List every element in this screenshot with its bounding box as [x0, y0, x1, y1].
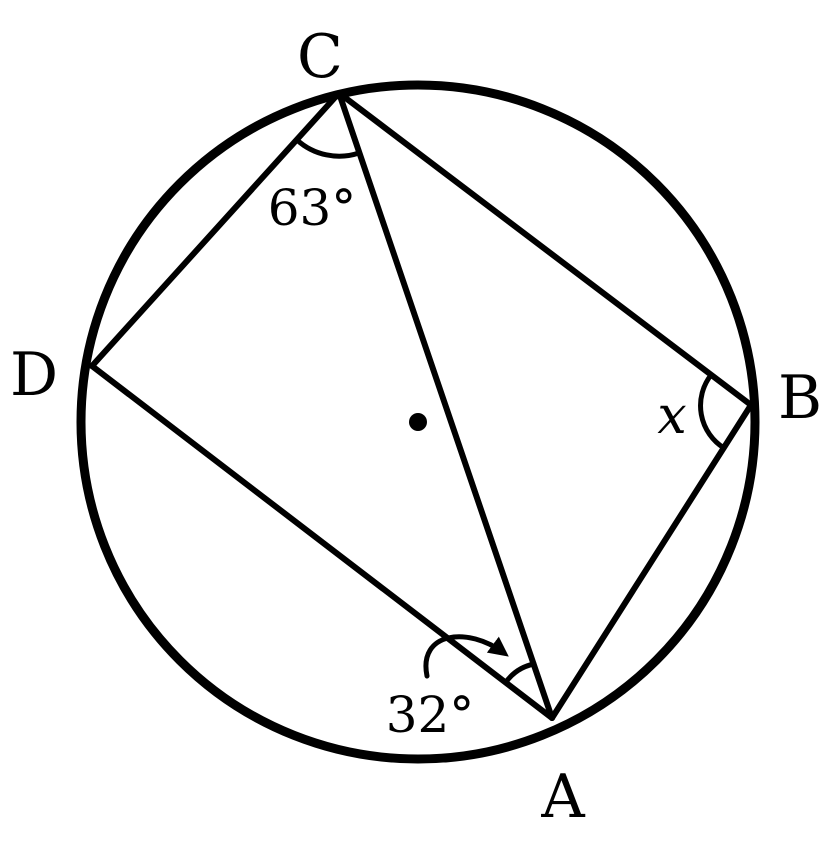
vertex-label-b: B — [778, 363, 822, 433]
diagonal-ca — [336, 90, 555, 721]
angle-label-x: x — [657, 386, 686, 446]
circle — [76, 80, 760, 764]
angle-arc-b — [698, 372, 727, 451]
angle-label-32: 32° — [386, 686, 475, 744]
segment-cb — [336, 90, 754, 408]
angle-arc-a — [503, 661, 537, 685]
vertex-label-d: D — [10, 340, 58, 410]
segment-da — [89, 363, 555, 721]
segment-ba — [549, 402, 754, 721]
center-point — [409, 413, 427, 431]
angle-label-63: 63° — [268, 179, 357, 237]
angle-arc-c — [294, 137, 362, 159]
angle-pointer-arrow — [423, 634, 509, 679]
vertex-label-c: C — [297, 22, 343, 92]
vertex-label-a: A — [540, 762, 585, 832]
